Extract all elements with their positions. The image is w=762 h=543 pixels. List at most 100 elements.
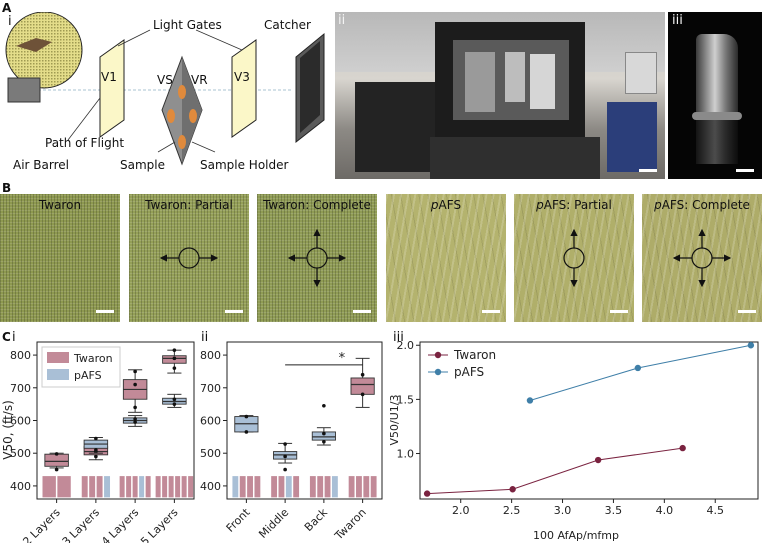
light-gate-v3 — [231, 39, 257, 138]
x-tick-label: 4.0 — [656, 504, 674, 517]
legend-marker — [434, 368, 442, 376]
apparatus-photo: ii — [335, 12, 665, 179]
series-point — [526, 397, 534, 404]
path-of-flight-label: Path of Flight — [45, 136, 125, 150]
data-point — [172, 397, 177, 402]
data-point — [94, 454, 98, 459]
layer-stack-stripe — [370, 476, 377, 498]
y-tick-label: 700 — [10, 382, 31, 395]
catcher-label: Catcher — [264, 18, 311, 32]
layer-stack-stripe — [155, 476, 161, 498]
air-barrel-icon — [7, 77, 41, 103]
x-tick-label: 5 Layers — [138, 506, 181, 543]
legend-swatch — [47, 369, 69, 380]
sample-icon — [189, 109, 197, 123]
y-tick-label: 400 — [200, 480, 221, 493]
sample-icon — [178, 135, 186, 149]
layer-stack-stripe — [348, 476, 355, 498]
scale-bar — [482, 310, 500, 313]
fracture-marker — [159, 247, 219, 269]
data-point — [283, 454, 287, 459]
y-tick-label: 800 — [200, 349, 221, 362]
layer-stack-stripe — [356, 476, 362, 498]
series-line — [427, 447, 683, 495]
layer-stack-stripe — [254, 476, 261, 498]
layer-stack-stripe — [293, 476, 300, 498]
fabric-tile-title: pAFS: Partial — [536, 198, 612, 212]
layer-stack-stripe — [363, 476, 370, 498]
projectile-photo: iii — [668, 12, 762, 179]
data-point — [133, 382, 137, 387]
v3-label: V3 — [234, 70, 250, 84]
data-point — [133, 420, 137, 424]
layer-stack-stripe — [324, 476, 331, 498]
scale-bar — [738, 310, 756, 313]
data-point — [54, 452, 59, 456]
projectile-icon — [16, 38, 52, 52]
x-tick-label: Back — [302, 505, 331, 534]
impact-circle — [691, 247, 713, 269]
panel-a-i-label: i — [8, 14, 12, 29]
series-line — [529, 344, 751, 401]
scale-bar — [353, 310, 371, 313]
sample-icon — [167, 109, 175, 123]
layer-stack-stripe — [145, 476, 151, 498]
layer-stack-stripe — [232, 476, 239, 498]
layer-stack-stripe — [132, 476, 138, 498]
data-point — [94, 448, 98, 452]
layer-stack-stripe — [96, 476, 103, 498]
x-tick-label: 2.5 — [503, 504, 521, 517]
air-barrel-label: Air Barrel — [13, 158, 69, 172]
data-point — [133, 405, 137, 410]
setup-diagram — [5, 12, 325, 166]
layer-stack-stripe — [247, 476, 253, 498]
data-point — [283, 442, 287, 446]
panel-b-letter: B — [2, 181, 12, 195]
y-tick-label: 500 — [10, 447, 31, 460]
box — [44, 453, 69, 467]
layer-stack-stripe — [309, 476, 316, 498]
impact-circle — [178, 247, 200, 269]
plot-frame — [419, 341, 759, 500]
data-point — [94, 436, 98, 441]
vr-label: VR — [191, 73, 208, 87]
layer-stack-stripe — [188, 476, 194, 498]
fabric-tile: Twaron — [0, 194, 120, 322]
x-tick-label: 4 Layers — [99, 506, 142, 543]
series-point — [594, 456, 602, 464]
data-point — [172, 356, 177, 361]
data-point — [283, 467, 287, 472]
series-point — [509, 486, 516, 493]
y-axis-label: V50, (ft/s) — [1, 400, 15, 459]
y-tick-label: 2.0 — [397, 339, 415, 352]
y-tick-label: 1.0 — [397, 448, 415, 461]
x-axis-label: 100 AfAp/mfmp — [533, 529, 619, 542]
layer-stack-stripe — [57, 476, 71, 498]
panel-a-letter: A — [2, 1, 12, 15]
vs-label: VS — [157, 73, 173, 87]
layer-stack-stripe — [126, 476, 132, 498]
box — [350, 377, 375, 395]
sample-label: Sample — [120, 158, 165, 172]
y-tick-label: 1.5 — [397, 393, 415, 406]
x-tick-label: Front — [224, 505, 253, 534]
layer-stack-stripe — [239, 476, 246, 498]
data-point — [133, 417, 137, 421]
fabric-tile-title: Twaron — [38, 198, 82, 212]
y-tick-label: 700 — [200, 382, 221, 395]
panel-c-letter: C — [2, 330, 11, 344]
impact-circle — [563, 247, 585, 269]
layer-stack-stripe — [168, 476, 174, 498]
y-tick-label: 600 — [200, 415, 221, 428]
significance-star: * — [339, 351, 346, 366]
fracture-marker — [287, 228, 347, 288]
y-axis-label: V50/U1/3 — [388, 395, 401, 446]
magnified-fabric-inset — [5, 12, 83, 89]
layer-stack-stripe — [162, 476, 168, 498]
layer-stack-stripe — [139, 476, 145, 498]
panel-c-i-label: i — [12, 330, 16, 345]
fracture-marker — [563, 228, 585, 288]
data-point — [172, 348, 177, 352]
layer-stack-stripe — [119, 476, 125, 498]
